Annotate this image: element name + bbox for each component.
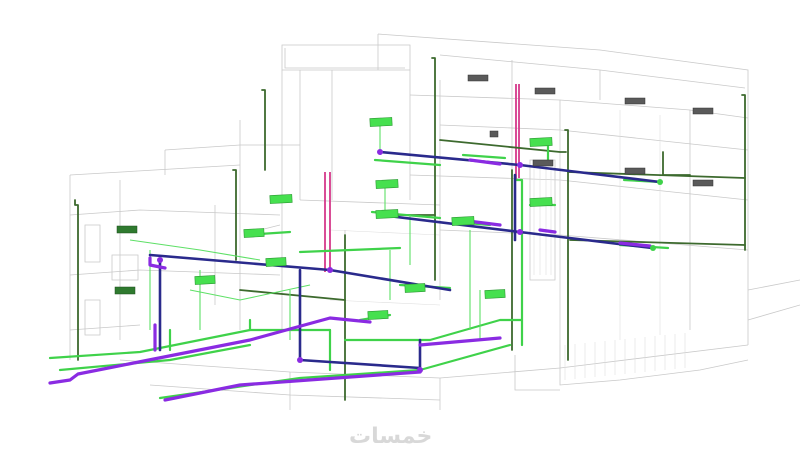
watermark-logo: خمسات: [349, 424, 433, 449]
green-equipment-unit: [404, 283, 426, 293]
green-equipment-unit: [367, 310, 389, 320]
green-equipment-unit: [529, 137, 553, 147]
building-wireframe: [69, 33, 800, 410]
dark-equipment-unit: [692, 179, 714, 187]
green-equipment-unit: [375, 209, 399, 219]
dark-equipment-unit: [624, 97, 646, 105]
green-equipment-unit: [529, 197, 553, 207]
dark-equipment-unit: [624, 167, 646, 175]
green-equipment-unit: [265, 257, 287, 267]
drain-pipes: [48, 158, 652, 402]
pipe-fittings: [157, 149, 663, 373]
equipment-units: [114, 74, 714, 320]
dark-equipment-unit: [116, 225, 138, 234]
green-equipment-unit: [484, 289, 506, 299]
dark-equipment-unit: [532, 159, 554, 167]
dark-equipment-unit: [692, 107, 714, 115]
green-equipment-unit: [243, 228, 265, 238]
dark-equipment-unit: [534, 87, 556, 95]
green-equipment-unit: [194, 275, 216, 285]
riser-pipes: [74, 57, 746, 401]
green-equipment-unit: [269, 194, 293, 204]
green-equipment-unit: [369, 117, 393, 127]
green-equipment-unit: [451, 216, 475, 226]
green-equipment-unit: [375, 179, 399, 189]
dark-equipment-unit: [467, 74, 489, 82]
dark-equipment-unit: [114, 286, 136, 295]
dark-equipment-unit: [489, 130, 499, 138]
